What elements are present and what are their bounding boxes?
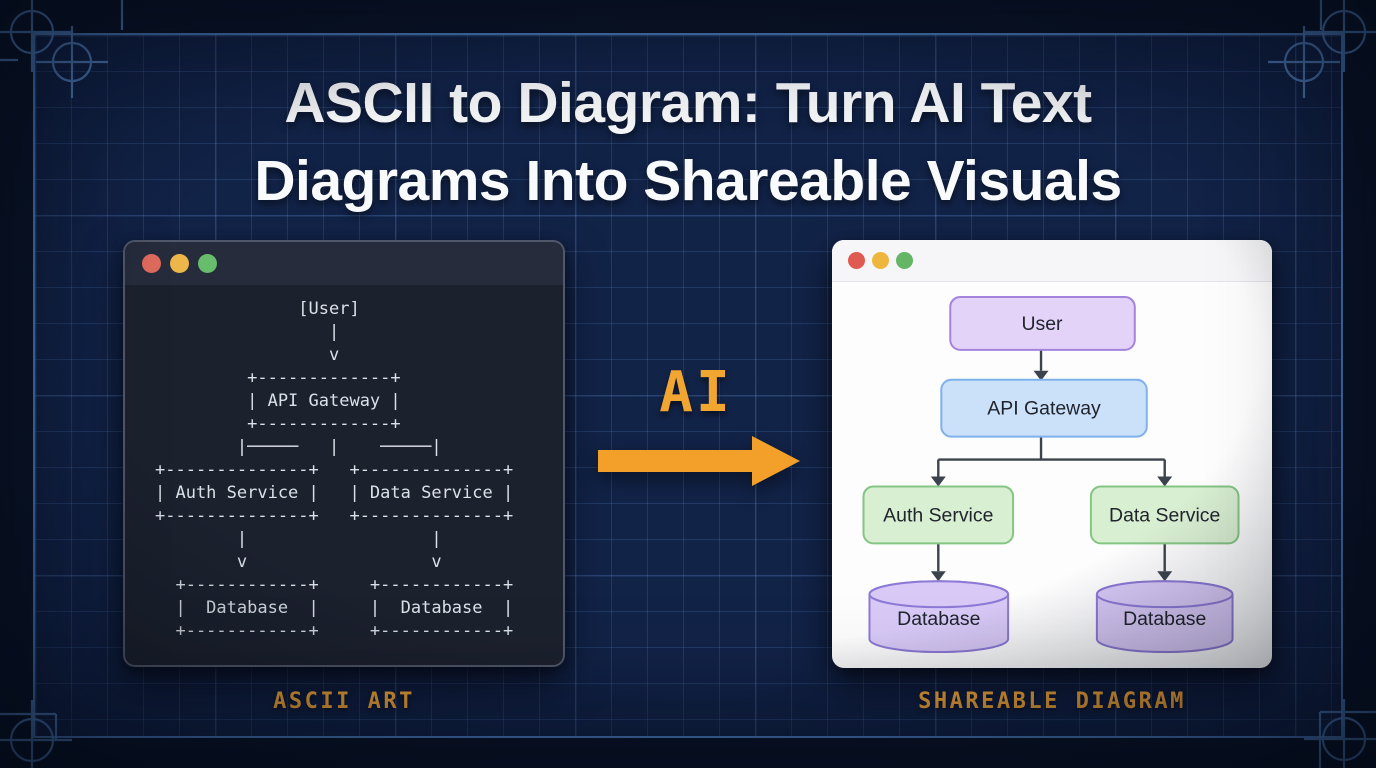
node-data-service: Data Service [1089,485,1240,545]
terminal-window: [User] | v +-------------+ | API Gateway… [123,240,565,667]
node-auth-service: Auth Service [862,485,1015,545]
page-title: ASCII to Diagram: Turn AI Text Diagrams … [0,64,1376,220]
diagram-window: User API Gateway Auth Service Data Servi… [832,240,1272,668]
ai-label: AI [659,360,733,425]
node-auth-service-label: Auth Service [883,504,993,526]
node-api-gateway-label: API Gateway [987,398,1101,420]
close-button[interactable] [848,252,865,269]
caption-shareable-diagram: SHAREABLE DIAGRAM [918,689,1186,714]
diagram-titlebar [832,240,1272,282]
maximize-button[interactable] [198,254,217,273]
close-button[interactable] [142,254,161,273]
minimize-button[interactable] [872,252,889,269]
node-database-right-label: Database [1123,608,1206,630]
title-line-2: Diagrams Into Shareable Visuals [254,149,1122,213]
right-arrow-icon [598,436,800,486]
title-line-1: ASCII to Diagram: Turn AI Text [284,71,1092,135]
minimize-button[interactable] [170,254,189,273]
node-database-left-label: Database [897,608,980,630]
node-api-gateway: API Gateway [940,378,1148,438]
flowchart: User API Gateway Auth Service Data Servi… [862,295,1240,654]
maximize-button[interactable] [896,252,913,269]
terminal-titlebar [125,242,563,285]
node-database-left: Database [868,580,1010,654]
caption-ascii-art: ASCII ART [273,689,415,714]
node-data-service-label: Data Service [1109,504,1220,526]
node-database-right: Database [1095,580,1234,654]
node-user-label: User [1022,313,1064,335]
node-user: User [949,295,1136,351]
ascii-art-text: [User] | v +-------------+ | API Gateway… [155,299,514,641]
